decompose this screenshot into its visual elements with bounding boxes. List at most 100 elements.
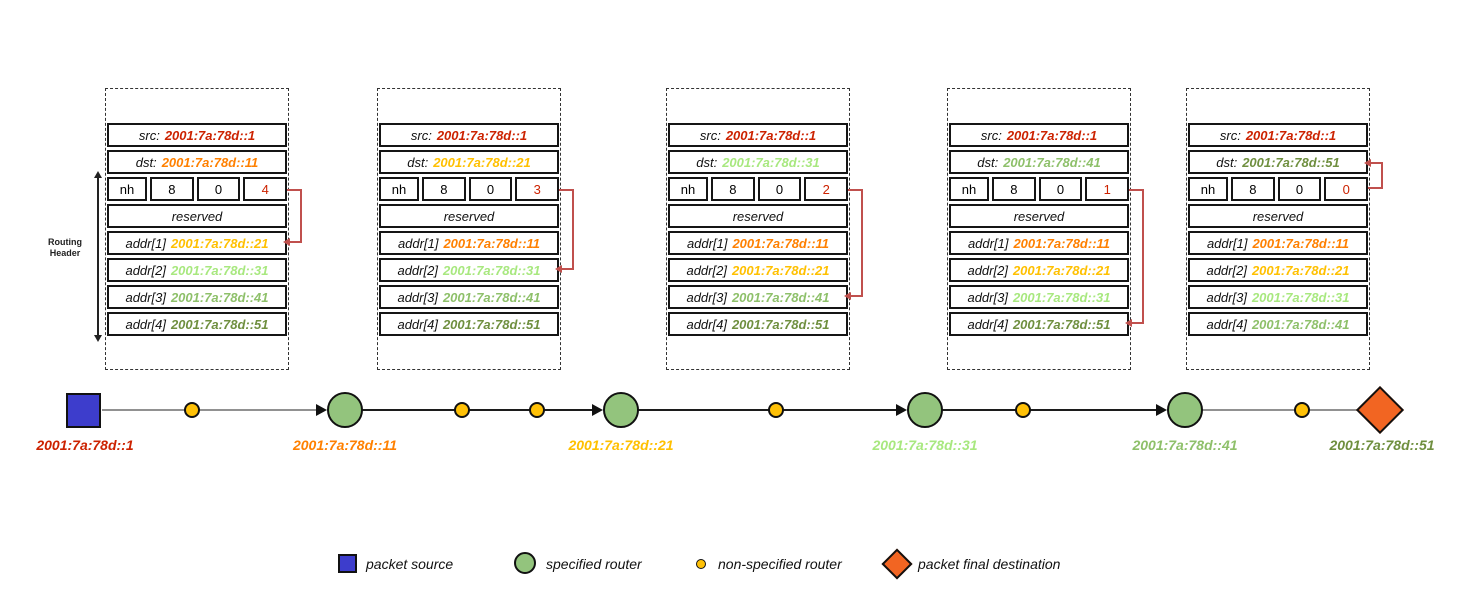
hdr-ext-len-cell: 8 [150, 177, 194, 201]
specified-router-swatch-icon [514, 552, 536, 574]
addr4-value: 2001:7a:78d::51 [1012, 316, 1111, 332]
addr1-value: 2001:7a:78d::11 [443, 235, 541, 251]
src-label: src: [410, 127, 432, 143]
dst-value: 2001:7a:78d::41 [1003, 154, 1101, 170]
dst-row: dst: 2001:7a:78d::41 [949, 150, 1129, 174]
addr4-label: addr[4] [686, 316, 727, 332]
addr2-value: 2001:7a:78d::31 [170, 262, 269, 278]
addr4-row: addr[4] 2001:7a:78d::41 [1188, 312, 1368, 336]
non-specified-router-dot [454, 402, 470, 418]
routing-header-label-line1: Routing [48, 237, 82, 247]
src-value: 2001:7a:78d::1 [436, 127, 528, 143]
dst-row: dst: 2001:7a:78d::51 [1188, 150, 1368, 174]
path-line [1202, 409, 1367, 411]
addr3-value: 2001:7a:78d::41 [731, 289, 830, 305]
addr3-label: addr[3] [686, 289, 727, 305]
segments-left-cell: 1 [1085, 177, 1130, 201]
addr4-value: 2001:7a:78d::51 [731, 316, 830, 332]
packet-outline [1186, 88, 1370, 370]
routing-type-cell: 0 [757, 177, 802, 201]
nh-row: nh 8 0 3 [379, 177, 560, 201]
non-specified-router-swatch-icon [696, 559, 706, 569]
specified-router-node [327, 392, 363, 428]
path-line [102, 409, 318, 411]
dst-value: 2001:7a:78d::51 [1242, 154, 1340, 170]
segments-left-pointer-arrow-icon [555, 189, 574, 273]
addr1-value: 2001:7a:78d::11 [1013, 235, 1111, 251]
addr1-label: addr[1] [1206, 235, 1248, 251]
dst-row: dst: 2001:7a:78d::31 [668, 150, 848, 174]
legend-specified-router-label: specified router [546, 556, 642, 572]
hdr-ext-len-cell: 8 [992, 177, 1036, 201]
next-header-cell: nh [107, 177, 147, 201]
addr2-value: 2001:7a:78d::21 [1012, 262, 1111, 278]
addr2-value: 2001:7a:78d::21 [1251, 262, 1350, 278]
packet-outline [947, 88, 1131, 370]
packet-outline [666, 88, 850, 370]
arrowhead-icon [592, 404, 603, 416]
segments-left-cell: 2 [804, 177, 849, 201]
addr3-row: addr[3] 2001:7a:78d::31 [949, 285, 1129, 309]
path-line [942, 409, 1158, 411]
reserved-label: reserved [732, 208, 784, 224]
arrowhead-icon [316, 404, 327, 416]
addr4-value: 2001:7a:78d::41 [1251, 316, 1350, 332]
addr3-row: addr[3] 2001:7a:78d::31 [1188, 285, 1368, 309]
addr2-label: addr[2] [125, 262, 166, 278]
routing-type-cell: 0 [468, 177, 513, 201]
addr2-value: 2001:7a:78d::21 [731, 262, 830, 278]
dst-label: dst: [1216, 154, 1238, 170]
addr3-value: 2001:7a:78d::41 [442, 289, 541, 305]
nh-row: nh 8 0 2 [668, 177, 849, 201]
addr2-row: addr[2] 2001:7a:78d::31 [107, 258, 287, 282]
dst-label: dst: [135, 154, 157, 170]
dst-label: dst: [696, 154, 718, 170]
addr1-row: addr[1] 2001:7a:78d::21 [107, 231, 287, 255]
addr4-row: addr[4] 2001:7a:78d::51 [668, 312, 848, 336]
addr2-label: addr[2] [967, 262, 1008, 278]
legend-packet-source-label: packet source [366, 556, 454, 572]
addr4-value: 2001:7a:78d::51 [170, 316, 269, 332]
arrowhead-icon [1156, 404, 1167, 416]
addr3-label: addr[3] [125, 289, 166, 305]
segments-left-cell: 3 [515, 177, 560, 201]
src-row: src: 2001:7a:78d::1 [1188, 123, 1368, 147]
dst-row: dst: 2001:7a:78d::21 [379, 150, 559, 174]
src-row: src: 2001:7a:78d::1 [668, 123, 848, 147]
non-specified-router-dot [1015, 402, 1031, 418]
destination-node [1355, 385, 1405, 435]
reserved-label: reserved [443, 208, 495, 224]
packet-outline [377, 88, 561, 370]
reserved-row: reserved [668, 204, 848, 228]
packet-outline [105, 88, 289, 370]
next-header-cell: nh [1188, 177, 1228, 201]
addr1-label: addr[1] [967, 235, 1009, 251]
non-specified-router-dot [768, 402, 784, 418]
addr3-value: 2001:7a:78d::31 [1251, 289, 1350, 305]
reserved-label: reserved [1252, 208, 1304, 224]
src-row: src: 2001:7a:78d::1 [949, 123, 1129, 147]
addr3-row: addr[3] 2001:7a:78d::41 [668, 285, 848, 309]
dst-value: 2001:7a:78d::31 [722, 154, 820, 170]
addr4-label: addr[4] [1206, 316, 1247, 332]
packet-source-node [66, 393, 101, 428]
src-label: src: [1219, 127, 1241, 143]
addr1-value: 2001:7a:78d::21 [170, 235, 269, 251]
dst-value: 2001:7a:78d::11 [161, 154, 259, 170]
nh-row: nh 8 0 1 [949, 177, 1130, 201]
destination-address-label: 2001:7a:78d::51 [1329, 437, 1435, 453]
src-row: src: 2001:7a:78d::1 [379, 123, 559, 147]
segments-left-pointer-arrow-icon [844, 189, 863, 300]
segments-left-cell: 0 [1324, 177, 1369, 201]
nh-row: nh 8 0 4 [107, 177, 288, 201]
routing-type-cell: 0 [196, 177, 241, 201]
arrowhead-icon [896, 404, 907, 416]
src-label: src: [699, 127, 721, 143]
addr4-label: addr[4] [397, 316, 438, 332]
addr2-row: addr[2] 2001:7a:78d::21 [949, 258, 1129, 282]
addr2-row: addr[2] 2001:7a:78d::21 [1188, 258, 1368, 282]
router-address-label: 2001:7a:78d::11 [292, 437, 398, 453]
non-specified-router-dot [1294, 402, 1310, 418]
addr1-label: addr[1] [397, 235, 439, 251]
